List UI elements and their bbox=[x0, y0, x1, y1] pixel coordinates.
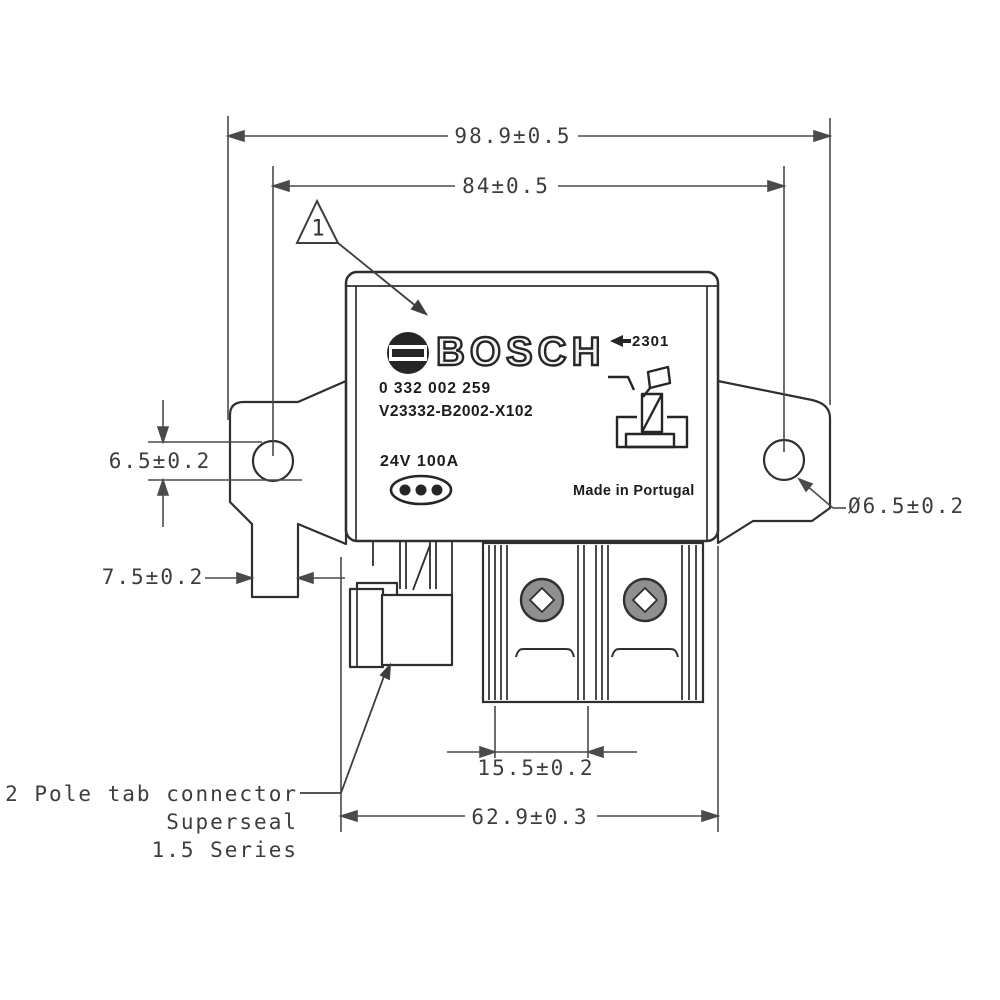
rating-text: 24V 100A bbox=[380, 453, 460, 470]
flag-leader-line bbox=[337, 242, 429, 316]
connector-pins bbox=[372, 542, 453, 595]
terminal-nut-right bbox=[622, 577, 668, 623]
dimension-foot-width bbox=[205, 571, 345, 585]
part-number-text: 0 332 002 259 bbox=[379, 380, 492, 397]
date-code-text: 2301 bbox=[632, 333, 670, 350]
superseal-connector bbox=[348, 581, 454, 669]
body-lid-line bbox=[347, 285, 717, 540]
dimension-base-width bbox=[338, 546, 721, 832]
origin-text: Made in Portugal bbox=[573, 483, 695, 499]
date-code-arrow-icon bbox=[610, 335, 631, 347]
type-number-text: V23332-B2002-X102 bbox=[379, 403, 534, 420]
dim-overall-width-label: 98.9±0.5 bbox=[454, 124, 572, 148]
mounting-tab-left bbox=[228, 379, 348, 599]
dimension-hole-diameter-leader bbox=[797, 477, 846, 509]
dim-hole-spacing-label: 84±0.5 bbox=[462, 174, 550, 198]
terminal-foot-lines bbox=[515, 648, 679, 658]
terminal-nut-left bbox=[519, 577, 565, 623]
brand-text: BOSCH bbox=[435, 329, 606, 375]
flag-number-text: 1 bbox=[311, 216, 325, 242]
dim-hole-height-label: 6.5±0.2 bbox=[108, 449, 212, 473]
connector-note-line1: 2 Pole tab connector bbox=[5, 782, 298, 806]
dim-base-width-label: 62.9±0.3 bbox=[471, 805, 589, 829]
dim-foot-width-label: 7.5±0.2 bbox=[101, 565, 205, 589]
terminal-block bbox=[481, 541, 705, 704]
dimension-hole-height bbox=[148, 400, 302, 527]
connector-leader-line bbox=[300, 662, 392, 794]
dimension-hole-spacing bbox=[270, 166, 787, 456]
approval-stamp-icon bbox=[389, 474, 453, 506]
relay-schematic-icon bbox=[608, 365, 689, 449]
dimension-terminal-spacing bbox=[447, 706, 637, 759]
terminal-hatch bbox=[488, 545, 697, 700]
bosch-logo-icon bbox=[387, 332, 429, 374]
connector-note-line2: Superseal bbox=[166, 810, 298, 834]
connector-note-line3: 1.5 Series bbox=[151, 838, 298, 862]
triangle-flag-icon bbox=[295, 198, 340, 244]
dimension-overall-width bbox=[225, 116, 833, 420]
dim-terminal-spacing-label: 15.5±0.2 bbox=[477, 756, 595, 780]
dim-hole-diameter-label: Ø6.5±0.2 bbox=[848, 494, 966, 518]
